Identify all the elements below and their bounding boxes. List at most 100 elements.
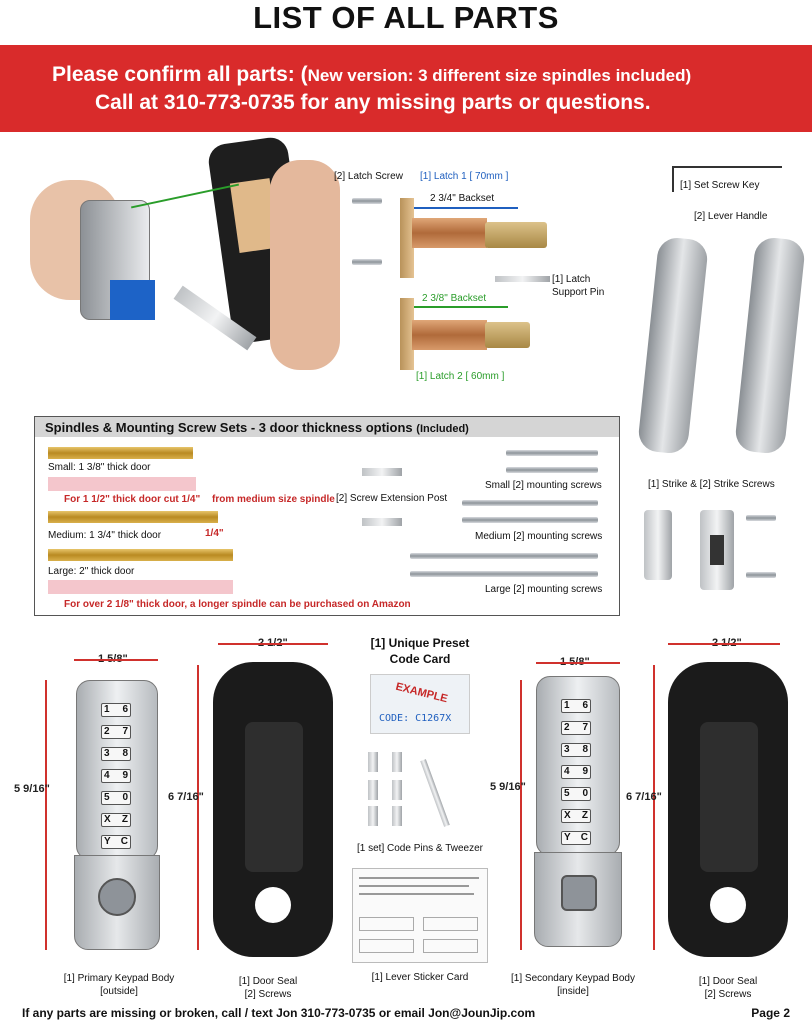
example-stamp: EXAMPLE bbox=[394, 680, 449, 706]
strike-screw-2 bbox=[746, 572, 776, 578]
sticker-card-caption: [1] Lever Sticker Card bbox=[371, 972, 469, 983]
large-screw-1 bbox=[410, 553, 598, 559]
kp-height-arrow-1 bbox=[45, 680, 47, 950]
key-left-label: 2 bbox=[564, 722, 570, 733]
hand-right bbox=[270, 160, 340, 370]
large-screw-2 bbox=[410, 571, 598, 577]
tweezer bbox=[420, 759, 450, 827]
strike-plate bbox=[700, 510, 734, 590]
key-right-label: C bbox=[120, 836, 128, 847]
latch-screw-2 bbox=[352, 259, 382, 265]
set-screw-key bbox=[672, 166, 782, 168]
seal-width-arrow-2 bbox=[668, 643, 780, 645]
code-value: CODE: C1267X bbox=[379, 713, 452, 724]
key-left-label: X bbox=[564, 810, 571, 821]
latch-screw-1 bbox=[352, 198, 382, 204]
small-screw-2 bbox=[506, 467, 598, 473]
latch-screw-label: [2] Latch Screw bbox=[334, 171, 403, 182]
key-left-label: 2 bbox=[104, 726, 110, 737]
key-left-label: X bbox=[104, 814, 111, 825]
latch-2-label: [1] Latch 2 [ 60mm ] bbox=[416, 371, 505, 382]
key-right-label: 7 bbox=[582, 722, 588, 733]
spindles-header-text: Spindles & Mounting Screw Sets - 3 door … bbox=[45, 420, 413, 435]
key-right-label: 6 bbox=[582, 700, 588, 711]
key-right-label: C bbox=[580, 832, 588, 843]
backset-2-arrow bbox=[408, 306, 508, 308]
seal-height-arrow-2 bbox=[653, 665, 655, 950]
spindles-header: Spindles & Mounting Screw Sets - 3 door … bbox=[35, 417, 619, 437]
kp-height-dim-2: 5 9/16" bbox=[490, 781, 526, 793]
code-pin-6 bbox=[392, 806, 402, 826]
quarter-label: 1/4" bbox=[205, 528, 224, 539]
key-left-label: 1 bbox=[104, 704, 110, 715]
notice-banner: Please confirm all parts: (New version: … bbox=[0, 45, 812, 132]
support-pin bbox=[495, 276, 550, 282]
notice-version-text: New version: 3 different size spindles i… bbox=[307, 66, 692, 85]
small-screw-1 bbox=[506, 450, 598, 456]
medium-spindle-label: Medium: 1 3/4" thick door bbox=[48, 530, 162, 541]
kp-width-arrow-2 bbox=[536, 662, 620, 664]
door-seal-1 bbox=[213, 662, 333, 957]
sticker-line-1 bbox=[359, 877, 479, 879]
strike-clip bbox=[644, 510, 672, 580]
backset-1-arrow bbox=[408, 207, 518, 209]
key-left-label: 4 bbox=[564, 766, 570, 777]
seal-2-hole bbox=[710, 887, 746, 923]
seal-caption-1a: [1] Door Seal bbox=[238, 976, 298, 987]
assembly-photo bbox=[30, 135, 340, 410]
large-spindle-bar bbox=[48, 580, 233, 594]
large-spindle bbox=[48, 549, 233, 561]
secondary-knob bbox=[561, 875, 597, 911]
primary-knob bbox=[98, 878, 136, 916]
small-spindle bbox=[48, 447, 193, 459]
secondary-caption-2: [inside] bbox=[557, 986, 589, 997]
cut-note: For 1 1/2" thick door cut 1/4" bbox=[64, 494, 201, 505]
medium-spindle bbox=[48, 511, 218, 523]
seal-width-arrow-1 bbox=[218, 643, 328, 645]
blue-spacer bbox=[110, 280, 155, 320]
code-card: EXAMPLE CODE: C1267X bbox=[370, 674, 470, 734]
seal-1-hole bbox=[255, 887, 291, 923]
small-spindle-label: Small: 1 3/8" thick door bbox=[48, 462, 151, 473]
set-screw-key-arm bbox=[672, 166, 674, 192]
sticker-box-1 bbox=[359, 917, 414, 931]
latch-2-faceplate bbox=[400, 298, 414, 370]
latch-1-faceplate bbox=[400, 198, 414, 278]
key-left-label: 4 bbox=[104, 770, 110, 781]
seal-1-window bbox=[245, 722, 303, 872]
extension-post-label: [2] Screw Extension Post bbox=[336, 493, 448, 504]
support-pin-label: [1] Latch Support Pin bbox=[552, 274, 605, 298]
large-screws-label: Large [2] mounting screws bbox=[485, 584, 603, 595]
seal-height-dim-2: 6 7/16" bbox=[626, 791, 662, 803]
door-seal-2 bbox=[668, 662, 788, 957]
latch-1-housing bbox=[485, 222, 547, 248]
key-right-label: Z bbox=[581, 810, 588, 821]
kp-width-arrow-1 bbox=[74, 659, 158, 661]
strike-screw-1 bbox=[746, 515, 776, 521]
extension-post-2 bbox=[362, 518, 402, 526]
small-spindle-bar bbox=[48, 477, 196, 491]
key-left-label: 5 bbox=[564, 788, 570, 799]
key-right-label: 8 bbox=[582, 744, 588, 755]
kp-height-arrow-2 bbox=[520, 680, 522, 950]
notice-line-1: Please confirm all parts: (New version: … bbox=[52, 63, 691, 87]
latch-2-body bbox=[412, 320, 487, 350]
page-title: LIST OF ALL PARTS bbox=[253, 0, 559, 35]
extension-post-1 bbox=[362, 468, 402, 476]
spindles-header-small: (Included) bbox=[416, 423, 469, 435]
code-card-title-1: [1] Unique Preset bbox=[370, 636, 470, 650]
